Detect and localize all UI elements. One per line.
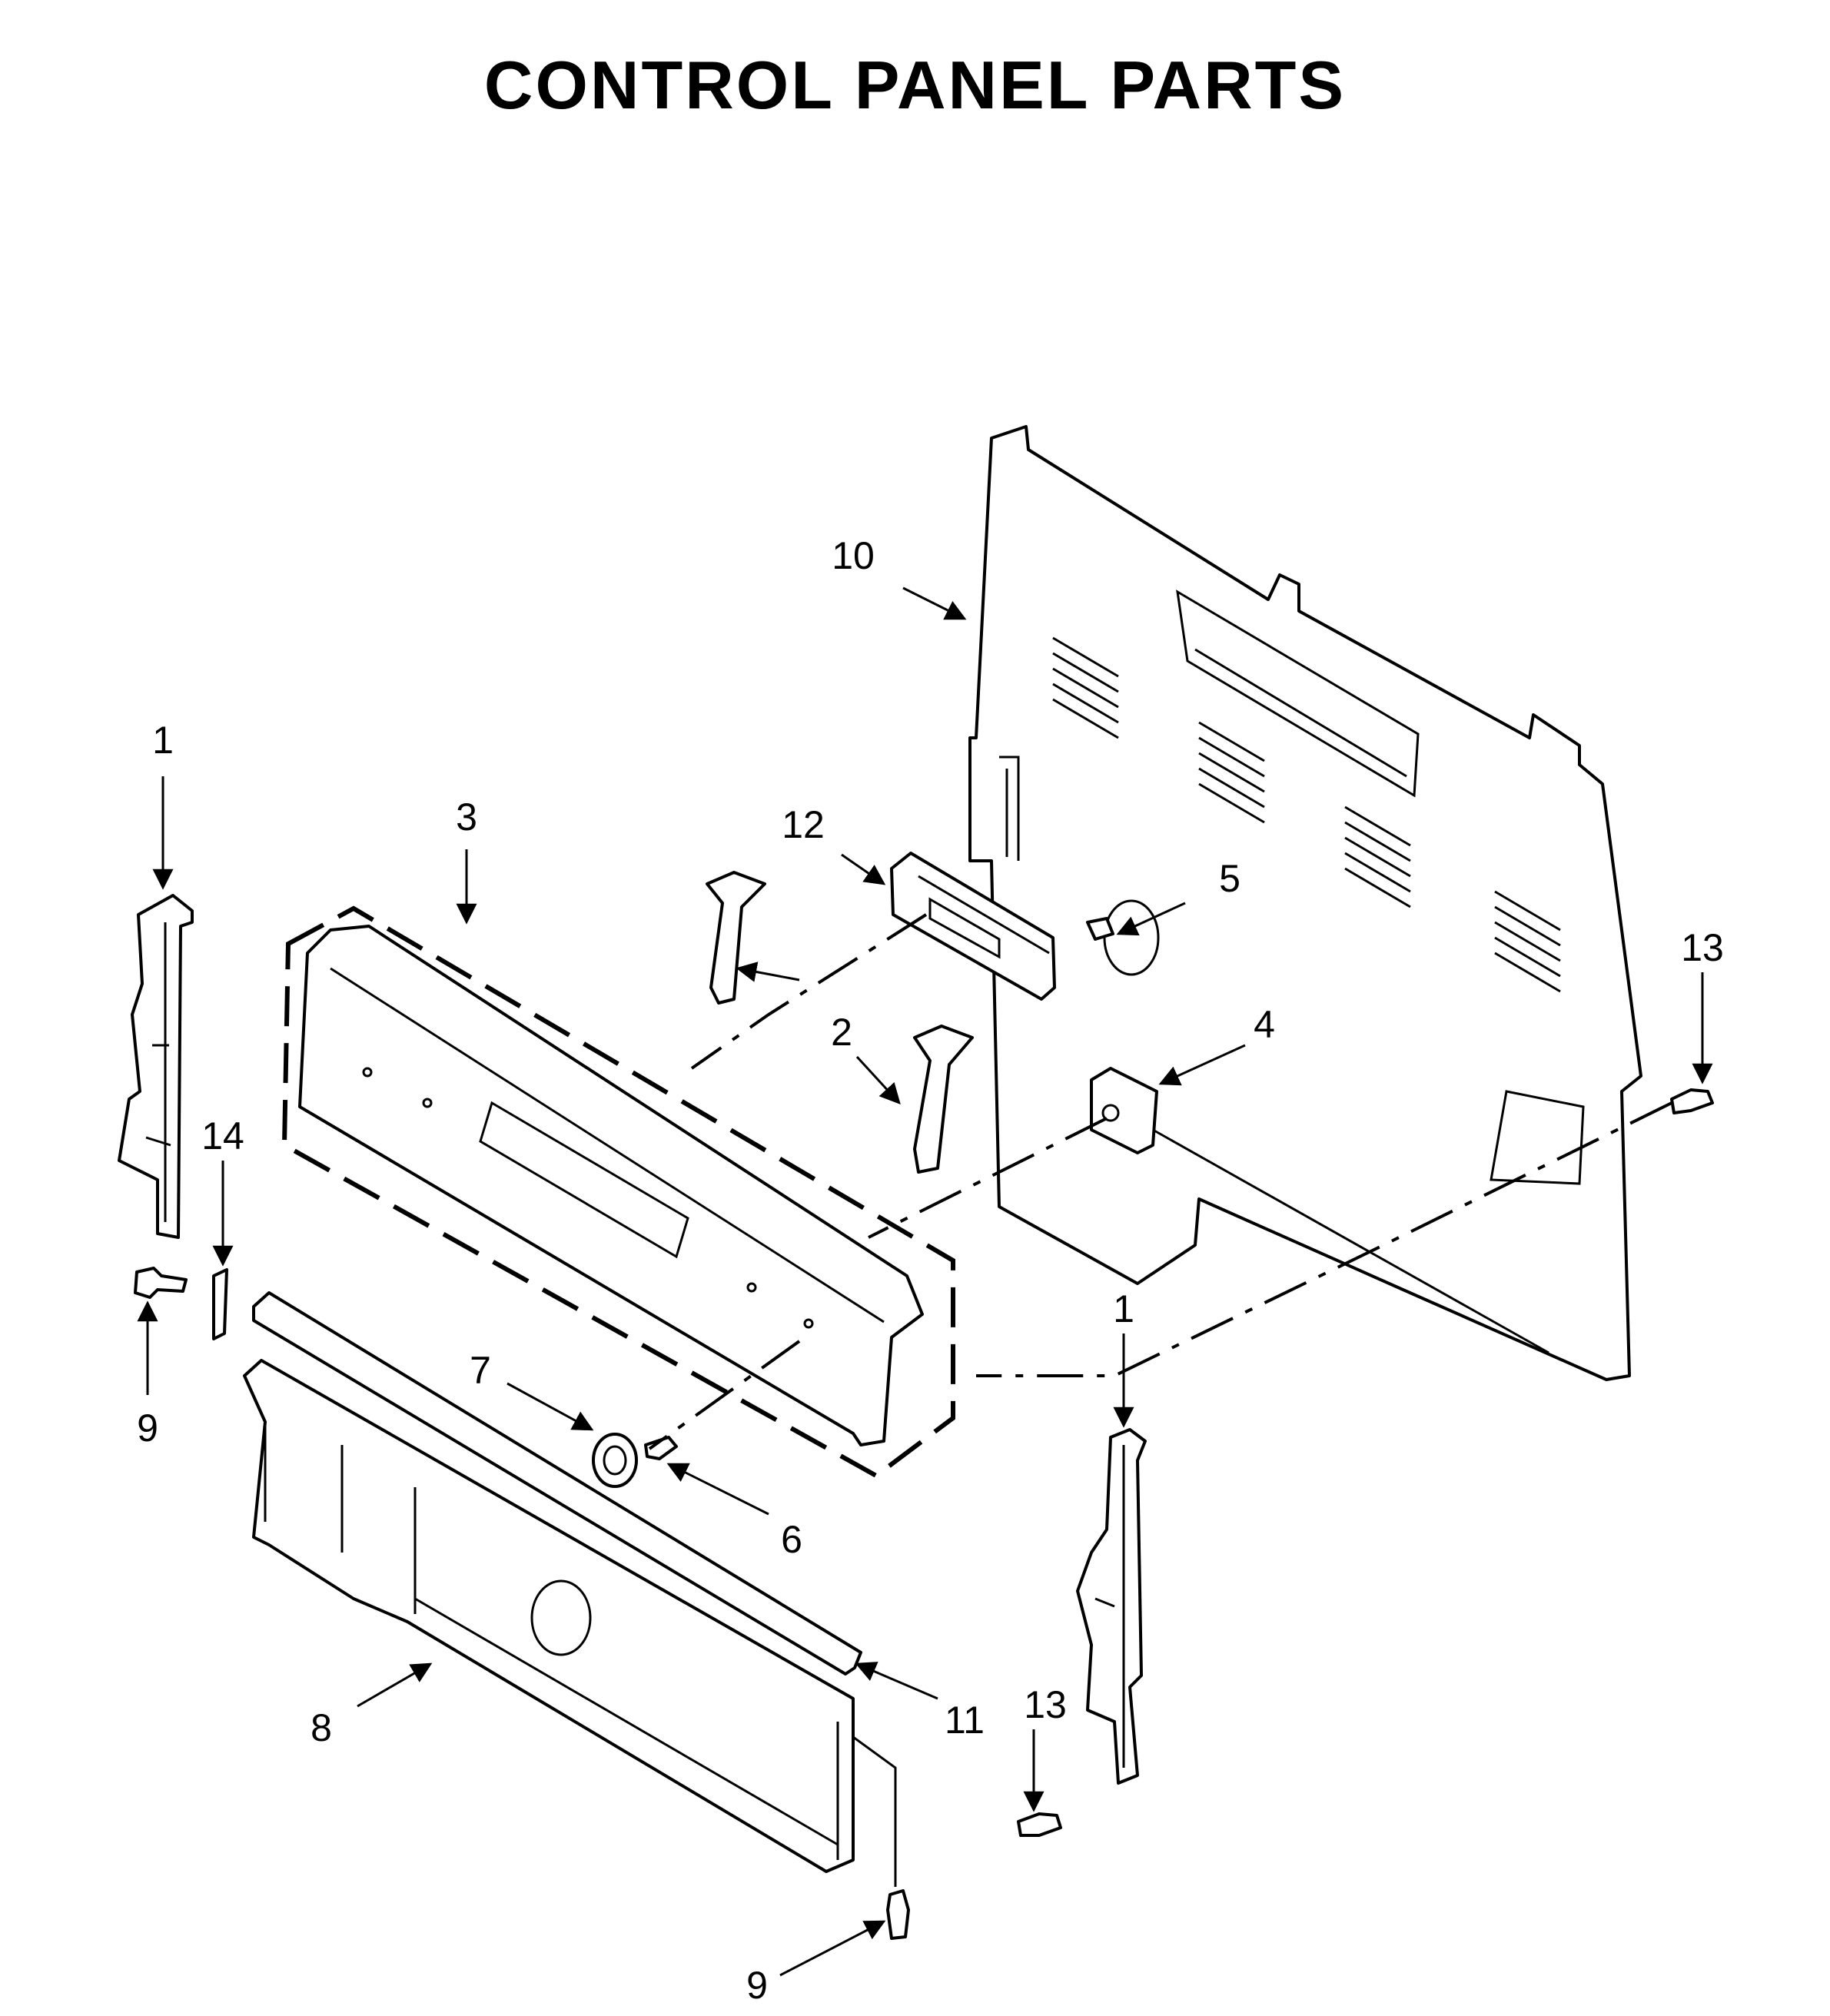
callout-1-right: 1 <box>1113 1287 1134 1330</box>
leader-5 <box>1116 902 1186 936</box>
part-13-bottom-screw <box>1017 1812 1062 1837</box>
callout-9-left: 9 <box>137 1407 158 1450</box>
leader-10 <box>902 586 967 620</box>
guide-line-screw-13 <box>976 1101 1672 1377</box>
callout-1-left: 1 <box>152 719 174 762</box>
callout-13-right: 13 <box>1681 926 1724 969</box>
callout-9-bottom: 9 <box>746 1964 768 2007</box>
callout-5: 5 <box>1219 857 1240 900</box>
part-8-manifold-panel <box>243 1359 855 1873</box>
callout-12: 12 <box>782 803 825 846</box>
part-1-right-end-bracket <box>1076 1428 1147 1785</box>
vent-slots-2 <box>1198 721 1265 824</box>
part-3-control-panel <box>298 925 924 1446</box>
leader-2-lower <box>855 1055 901 1104</box>
guide-line-knob <box>648 1340 801 1450</box>
part-14-clip <box>212 1268 228 1340</box>
part-1-left-end-bracket <box>118 894 194 1239</box>
vent-slots-3 <box>1344 805 1411 908</box>
panel-oval-cutout <box>1490 1090 1585 1185</box>
part-12-electronic-control <box>890 852 1056 1001</box>
part-9-left-screw <box>134 1267 188 1299</box>
guide-line-control <box>690 913 928 1070</box>
callout-8: 8 <box>311 1706 332 1749</box>
guide-line-switch <box>868 1117 1108 1239</box>
part-2-bracket-lower <box>913 1025 974 1174</box>
vent-slots-1 <box>1052 636 1119 739</box>
part-7-knob <box>592 1433 638 1488</box>
callout-7: 7 <box>470 1349 491 1392</box>
part-10-back-panel <box>968 425 1642 1381</box>
part-11-trim <box>252 1291 862 1676</box>
leader-8 <box>357 1662 433 1708</box>
part-5-screw <box>1086 899 1160 976</box>
callout-3: 3 <box>456 795 477 839</box>
leader-6 <box>666 1463 769 1516</box>
callout-13-bottom: 13 <box>1024 1683 1067 1726</box>
part-2-bracket-upper <box>706 871 766 1005</box>
leader-7 <box>506 1382 594 1431</box>
leader-9-bottom-screw-path <box>852 1735 897 1887</box>
leader-9-bottom <box>779 1920 886 1977</box>
part-4-switch <box>1090 1067 1158 1154</box>
callout-10: 10 <box>832 534 875 577</box>
callout-4: 4 <box>1254 1003 1275 1046</box>
leader-4 <box>1158 1044 1246 1086</box>
part-13-right-screw <box>1670 1088 1714 1114</box>
leader-2-upper <box>736 962 800 982</box>
part-3-assembly-outline <box>281 905 955 1479</box>
leader-12 <box>841 853 886 885</box>
leader-11 <box>855 1662 938 1700</box>
callout-6: 6 <box>781 1518 802 1561</box>
callout-14: 14 <box>201 1114 244 1157</box>
part-9-bottom-screw <box>886 1889 910 1940</box>
callout-11: 11 <box>945 1699 985 1742</box>
panel-display-window <box>479 1101 689 1259</box>
vent-slots-4 <box>1494 890 1561 993</box>
diagram-title: CONTROL PANEL PARTS <box>483 47 1347 123</box>
callout-2: 2 <box>831 1011 852 1054</box>
